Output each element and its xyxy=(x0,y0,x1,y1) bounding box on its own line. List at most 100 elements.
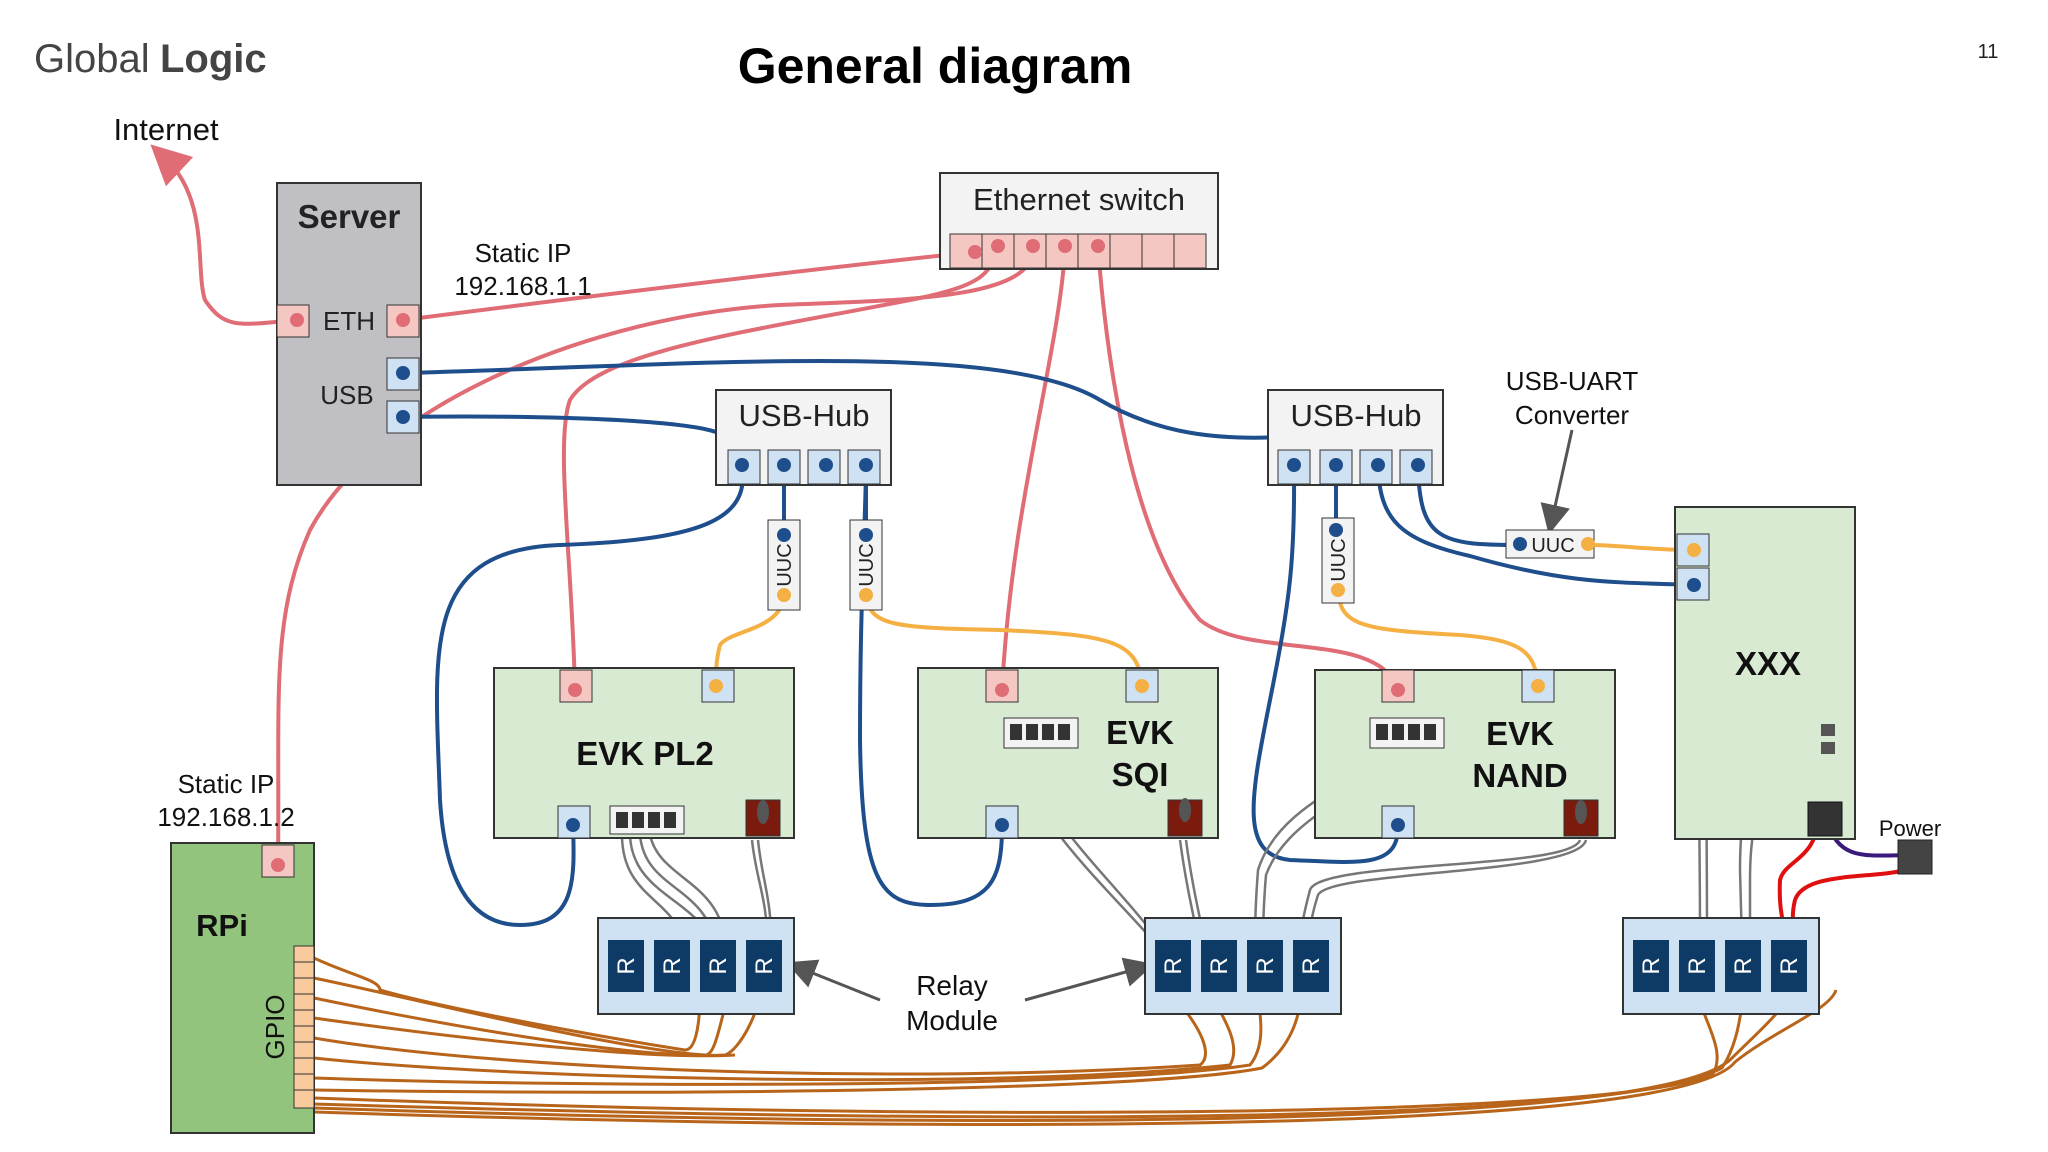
relay-label: R xyxy=(659,957,686,974)
uuc-converter-4: UUC xyxy=(1505,529,1595,559)
port-dot xyxy=(968,245,982,259)
usb-hub-left-title: USB-Hub xyxy=(739,398,870,433)
power-input xyxy=(1807,801,1843,837)
relay-module-label-2: Module xyxy=(906,1005,998,1036)
port-dot xyxy=(777,458,791,472)
port-dot xyxy=(777,528,791,542)
relay-module-3: R R R R xyxy=(1622,917,1820,1015)
relay-wires xyxy=(620,619,1821,946)
relay-module-2: R R R R xyxy=(1144,917,1342,1015)
relay-module-label: Relay xyxy=(916,970,988,1001)
port-dot xyxy=(1391,683,1405,697)
pin-header xyxy=(1821,724,1835,736)
server-ip-address: 192.168.1.1 xyxy=(454,271,591,301)
port-dot xyxy=(396,313,410,327)
pin-header xyxy=(1821,742,1835,754)
relay: R xyxy=(1633,940,1669,992)
relay-arrow-left xyxy=(786,959,881,1002)
evk-pl2-title: EVK PL2 xyxy=(576,735,714,772)
relay: R xyxy=(1771,940,1807,992)
logo-text-global: Global xyxy=(34,37,150,81)
logo-text-logic: Logic xyxy=(160,37,267,81)
gpio-wire xyxy=(313,989,1792,1122)
port-dot xyxy=(1391,818,1405,832)
evk-nand-board: EVK NAND xyxy=(1314,669,1616,839)
uuc-converter-1: UUC xyxy=(767,519,801,611)
port-dot xyxy=(995,683,1009,697)
gpio-wire xyxy=(313,976,732,1057)
relay-module-1: R R R R xyxy=(597,917,795,1015)
port-dot xyxy=(396,410,410,424)
relay-label: R xyxy=(613,957,640,974)
ethernet-switch-box: Ethernet switch xyxy=(939,172,1219,270)
relay: R xyxy=(1725,940,1761,992)
port-dot xyxy=(1331,583,1345,597)
gpio-wire xyxy=(313,988,1207,1076)
port-dot xyxy=(709,679,723,693)
gpio-wire xyxy=(313,989,1305,1094)
relay: R xyxy=(1679,940,1715,992)
usb-cable-uuc-converter xyxy=(1416,466,1521,547)
xxx-board: XXX xyxy=(1674,506,1856,840)
relay: R xyxy=(1247,940,1283,992)
uart-cable-evk-nand xyxy=(1336,589,1540,689)
eth-cable-rpi xyxy=(276,247,1036,866)
rpi-static-ip-label: Static IP xyxy=(178,769,275,799)
gpio-header xyxy=(293,945,315,1109)
relay-label: R xyxy=(751,957,778,974)
port-dot xyxy=(859,588,873,602)
port-dot xyxy=(1531,679,1545,693)
server-box: Server ETH USB xyxy=(276,182,422,486)
uuc-label: UUC xyxy=(1531,535,1574,557)
uuc-converter-3: UUC xyxy=(1321,517,1355,604)
gpio-wire xyxy=(313,989,1838,1126)
usb-uart-converter-label: Converter xyxy=(1515,400,1629,430)
uuc-label: UUC xyxy=(774,543,796,586)
usb-hub-right-box: USB-Hub xyxy=(1267,389,1444,486)
port-dot xyxy=(1411,458,1425,472)
gpio-wire xyxy=(313,989,1747,1119)
gpio-wire xyxy=(313,989,1719,1114)
port-dot xyxy=(735,458,749,472)
internet-cable xyxy=(150,144,298,326)
relay-label: R xyxy=(1298,957,1325,974)
port-dot xyxy=(396,366,410,380)
evk-nand-title-2: NAND xyxy=(1472,757,1567,794)
uuc-label: UUC xyxy=(1328,538,1350,581)
gpio-wire xyxy=(313,989,1263,1086)
relay-label: R xyxy=(1638,957,1665,974)
evk-pl2-board: EVK PL2 xyxy=(493,667,795,839)
power-connector xyxy=(1897,839,1933,875)
rpi-board: RPi GPIO xyxy=(170,842,315,1134)
rpi-ip-address: 192.168.1.2 xyxy=(157,802,294,832)
server-eth-label: ETH xyxy=(323,306,375,336)
relay: R xyxy=(1293,940,1329,992)
relay: R xyxy=(654,940,690,992)
port-dot xyxy=(1371,458,1385,472)
usb-uart-arrow xyxy=(1540,429,1574,535)
xxx-title: XXX xyxy=(1735,645,1801,682)
usb-cable-evk-pl2 xyxy=(434,466,745,928)
port-dot xyxy=(1513,537,1527,551)
relay: R xyxy=(1155,940,1191,992)
server-title: Server xyxy=(298,198,401,235)
port-dot xyxy=(290,313,304,327)
port-dot xyxy=(566,818,580,832)
port-dot xyxy=(995,818,1009,832)
port-dot xyxy=(271,858,285,872)
switch-ports xyxy=(949,233,1207,269)
relay: R xyxy=(608,940,644,992)
page-number: 11 xyxy=(1978,41,1999,63)
port-dot xyxy=(1329,458,1343,472)
usb-hub-right-title: USB-Hub xyxy=(1291,398,1422,433)
gpio-label: GPIO xyxy=(260,994,290,1059)
port-dot xyxy=(819,458,833,472)
evk-nand-title-1: EVK xyxy=(1486,715,1554,752)
evk-sqi-title-1: EVK xyxy=(1106,714,1174,751)
usb-cable-evk-nand xyxy=(1251,466,1400,864)
relay-label: R xyxy=(705,957,732,974)
eth-cable-server xyxy=(402,250,976,322)
page-title: General diagram xyxy=(738,38,1133,94)
relay-arrow-right xyxy=(1024,957,1155,1002)
